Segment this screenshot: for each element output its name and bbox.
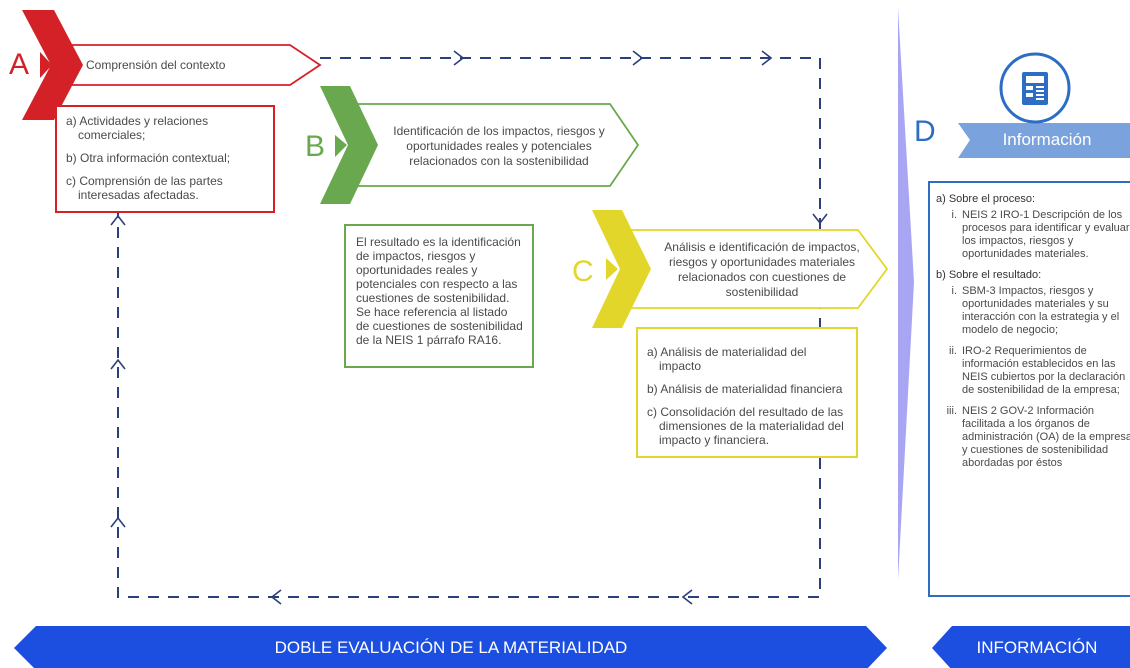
loop-arrow-marks <box>110 50 828 605</box>
stage-a-box: a) Actividades y relaciones comerciales;… <box>55 105 275 213</box>
stage-a-play-icon <box>40 52 52 78</box>
stage-b-result-box: El resultado es la identificación de imp… <box>344 224 534 368</box>
stage-b-banner <box>352 103 640 187</box>
stage-a-chevron <box>22 10 83 120</box>
stage-c-letter: C <box>572 255 594 288</box>
stage-d-letter: D <box>914 115 936 148</box>
stage-c-item: a) Análisis de materialidad del impacto <box>647 345 807 373</box>
stage-a-title: Comprensión del contexto <box>86 58 226 72</box>
stage-a-letter: A <box>9 48 30 81</box>
stage-d-item-text: NEIS 2 GOV-2 Información facilitada a lo… <box>962 405 1130 469</box>
stage-c-play-icon <box>606 258 618 280</box>
loop-arrow-left <box>270 589 282 605</box>
stage-d-item: iii. NEIS 2 GOV-2 Información facilitada… <box>936 405 1130 470</box>
loop-arrow-down <box>812 213 828 225</box>
stage-d-item-text: SBM-3 Impactos, riesgos y oportunidades … <box>962 285 1120 336</box>
stage-b-title: Identificación de los impactos, riesgos … <box>393 124 605 168</box>
stage-c-banner <box>625 229 889 309</box>
loop-arrow-right <box>761 50 773 66</box>
stage-a-item: c) Comprensión de las partes interesadas… <box>66 174 223 202</box>
stage-b-chevron <box>320 86 378 204</box>
stage-d-item-number: i. <box>951 209 958 221</box>
stage-d-section-b-heading: b) Sobre el resultado: <box>936 269 1042 281</box>
stage-a-item: a) Actividades y relaciones comerciales; <box>66 114 209 142</box>
separator-triangle <box>898 8 914 580</box>
stage-d-item-text: IRO-2 Requerimientos de información esta… <box>962 345 1126 396</box>
stage-d-section-a-heading: a) Sobre el proceso: <box>936 193 1036 205</box>
stage-b-result: El resultado es la identificación de imp… <box>356 235 523 347</box>
stage-c-chevron <box>592 210 651 328</box>
stage-d-box: a) Sobre el proceso: i. NEIS 2 IRO-1 Des… <box>928 181 1130 597</box>
stage-c-item: b) Análisis de materialidad financiera <box>647 382 843 396</box>
loop-arrow-up <box>110 214 126 226</box>
loop-arrow-up <box>110 358 126 370</box>
stage-a-item: b) Otra información contextual; <box>66 151 231 165</box>
banner-left-label: DOBLE EVALUACIÓN DE LA MATERIALIDAD <box>274 638 628 657</box>
stage-b-letter: B <box>305 130 326 163</box>
stage-b-play-icon <box>335 135 347 157</box>
stage-c-title: Análisis e identificación de impactos, r… <box>664 240 860 299</box>
stage-d-item: i. NEIS 2 IRO-1 Descripción de los proce… <box>936 209 1130 261</box>
loop-arrow-right <box>453 50 465 66</box>
document-icon <box>1022 72 1048 105</box>
stage-d-item: ii. IRO-2 Requerimientos de información … <box>936 345 1130 397</box>
stage-c-box: a) Análisis de materialidad del impacto … <box>636 327 858 458</box>
stage-d-title: Información <box>1002 130 1092 149</box>
stage-a-banner <box>65 44 322 86</box>
banner-left-shape <box>14 626 887 668</box>
stage-d-item-text: NEIS 2 IRO-1 Descripción de los procesos… <box>962 209 1130 260</box>
stage-c-item: c) Consolidación del resultado de las di… <box>647 405 844 447</box>
loop-arrow-right <box>632 50 644 66</box>
stage-d-item: i. SBM-3 Impactos, riesgos y oportunidad… <box>936 285 1130 337</box>
banner-right-label: INFORMACIÓN <box>976 638 1098 657</box>
stage-d-item-number: i. <box>951 285 958 297</box>
banner-right-shape <box>932 626 1130 668</box>
cycle-loop-line <box>117 57 821 598</box>
stage-d-item-number: iii. <box>946 405 957 417</box>
loop-arrow-left <box>681 589 693 605</box>
loop-arrow-up <box>110 516 126 528</box>
stage-d-item-number: ii. <box>949 345 957 357</box>
stage-d-banner <box>958 123 1130 158</box>
